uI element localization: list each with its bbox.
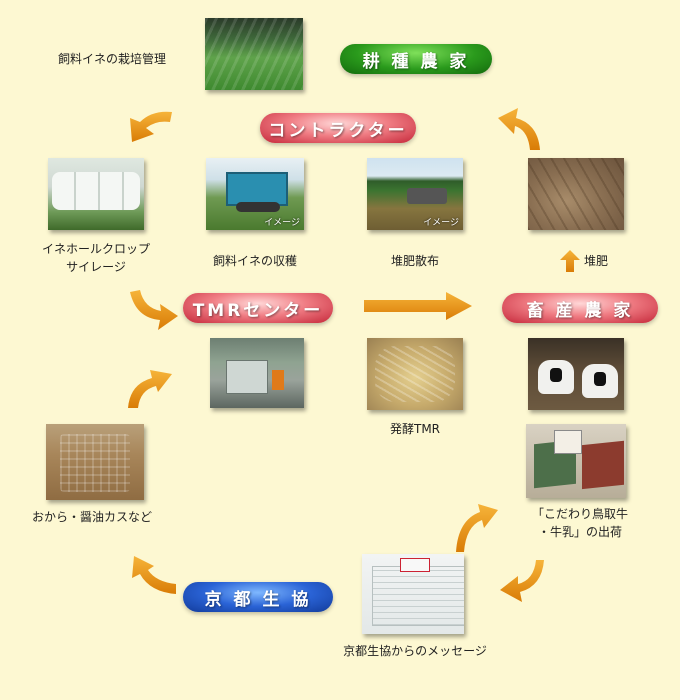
compost-photo: [528, 158, 624, 230]
shipment-caption: 「こだわり鳥取牛 ・牛乳」の出荷: [531, 507, 628, 539]
manure-spreading-photo: イメージ: [367, 158, 463, 230]
straight-arrow-to-livestock: [364, 292, 472, 320]
rice-field-photo: [205, 18, 303, 90]
compost-caption: 堆肥: [584, 254, 609, 268]
fermented-tmr-caption: 発酵TMR: [389, 422, 441, 436]
farmers-pill: 耕 種 農 家: [340, 44, 492, 74]
product-materials-photo: [526, 424, 626, 498]
curved-arrow-top-left: [130, 111, 172, 142]
coop-pill: 京 都 生 協: [183, 582, 333, 612]
silage-bales-photo: [48, 158, 144, 230]
silage-caption: イネホールクロップ サイレージ: [41, 242, 150, 274]
curved-arrow-to-tmr: [130, 290, 178, 330]
curved-arrow-shipment-to-message: [500, 560, 544, 602]
curved-arrow-top-right: [498, 108, 540, 150]
contractor-pill: コントラクター: [260, 113, 416, 143]
rice-cultivation-caption: 飼料イネの栽培管理: [58, 52, 167, 66]
fermented-tmr-photo: [367, 338, 463, 410]
curved-arrow-message-to-shipment: [456, 504, 498, 552]
image-tag: イメージ: [264, 218, 300, 228]
harvest-caption: 飼料イネの収穫: [212, 254, 297, 268]
okara-soy-sauce-residue-photo: [46, 424, 144, 500]
message-caption: 京都生協からのメッセージ: [343, 644, 487, 658]
dairy-cows-photo: [528, 338, 624, 410]
image-tag: イメージ: [423, 218, 459, 228]
livestock-farmers-pill: 畜 産 農 家: [502, 293, 658, 323]
spreading-caption: 堆肥散布: [390, 254, 439, 268]
tmr-center-pill: TMRセンター: [183, 293, 333, 323]
up-arrow-compost: [560, 250, 580, 272]
harvest-machine-photo: イメージ: [206, 158, 304, 230]
curved-arrow-byproducts-up: [128, 370, 172, 408]
coop-message-photo: [362, 554, 464, 634]
byproducts-caption: おから・醤油カスなど: [32, 510, 153, 524]
tmr-facility-photo: [210, 338, 304, 408]
curved-arrow-coop-to-byproducts: [132, 556, 176, 594]
